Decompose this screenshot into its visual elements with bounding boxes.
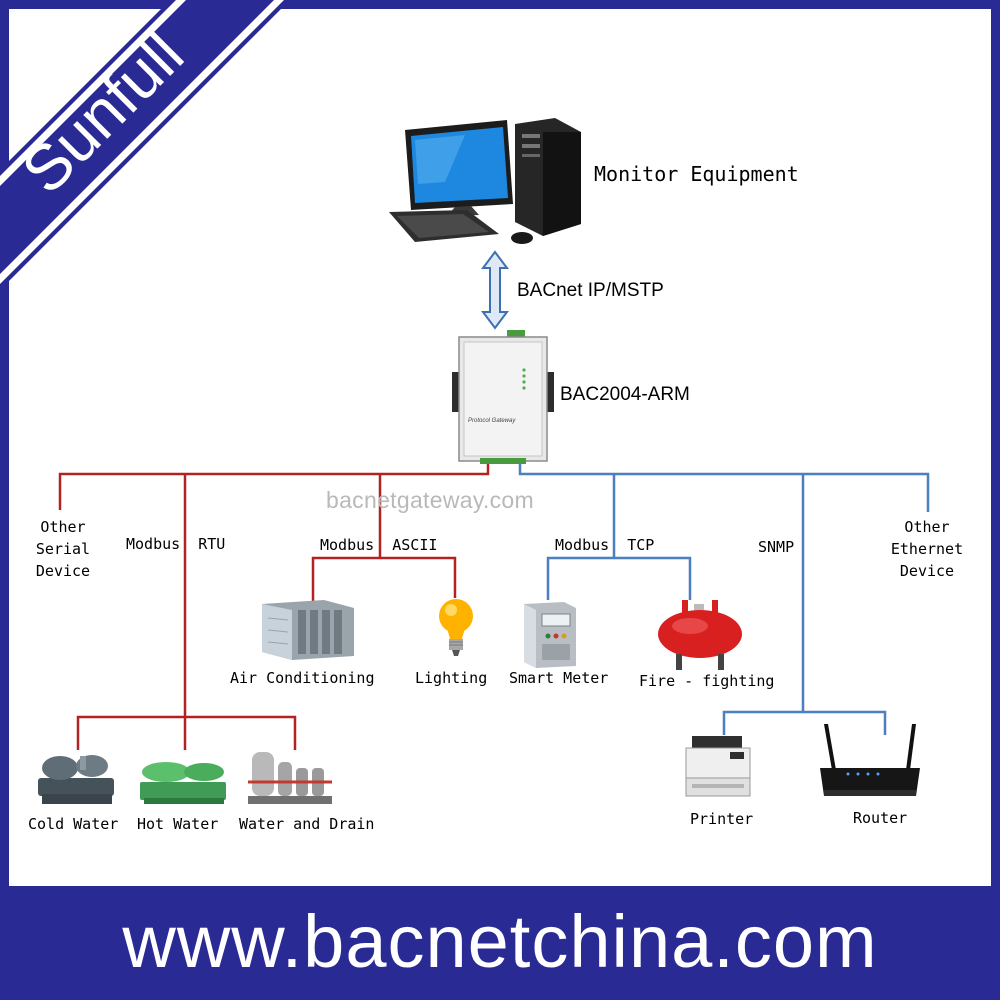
smart-meter-cabinet-icon[interactable]: [520, 600, 578, 668]
light-bulb-icon[interactable]: [436, 596, 476, 658]
other-serial-label: Other Serial Device: [35, 518, 91, 580]
modbus-ascii-label: Modbus ASCII: [320, 536, 438, 554]
computer-icon[interactable]: [385, 112, 585, 252]
air-conditioning-icon[interactable]: [258, 598, 356, 660]
snmp-label: SNMP: [758, 538, 795, 556]
fire-fighting-tank-icon[interactable]: [654, 596, 746, 672]
printer-label: Printer: [690, 810, 754, 828]
water-drain-pump-icon[interactable]: [246, 742, 334, 808]
modbus-tcp-label: Modbus TCP: [555, 536, 655, 554]
hot-water-unit-icon[interactable]: [136, 752, 230, 806]
printer-icon[interactable]: [682, 734, 754, 800]
fire-fighting-label: Fire - fighting: [639, 672, 775, 690]
bacnet-double-arrow: [481, 250, 509, 330]
ethernet-bus: [518, 462, 930, 735]
cold-water-chiller-icon[interactable]: [34, 748, 118, 808]
gateway-icon: [452, 330, 554, 464]
serial-bus: [58, 462, 490, 750]
smart-meter-label: Smart Meter: [509, 669, 609, 687]
footer-bar: [0, 886, 1000, 1000]
protocol-label: BACnet IP/MSTP: [517, 280, 664, 301]
gateway-panel-text: Protocol Gateway: [468, 418, 516, 424]
gateway-device[interactable]: Protocol Gateway: [452, 330, 554, 464]
hot-water-label: Hot Water: [137, 815, 219, 833]
router-icon[interactable]: [818, 722, 922, 802]
lighting-label: Lighting: [415, 669, 488, 687]
modbus-rtu-label: Modbus RTU: [126, 535, 226, 553]
router-label: Router: [853, 809, 908, 827]
water-drain-label: Water and Drain: [239, 815, 375, 833]
gateway-label: BAC2004-ARM: [560, 384, 690, 405]
monitor-label: Monitor Equipment: [594, 162, 799, 186]
air-conditioning-label: Air Conditioning: [230, 669, 375, 687]
brand-ribbon: Sunfull: [0, 0, 290, 290]
watermark: bacnetgateway.com: [326, 487, 534, 513]
cold-water-label: Cold Water: [28, 815, 119, 833]
other-ethernet-label: Other Ethernet Device: [890, 518, 964, 580]
footer-url[interactable]: www.bacnetchina.com: [122, 900, 878, 983]
